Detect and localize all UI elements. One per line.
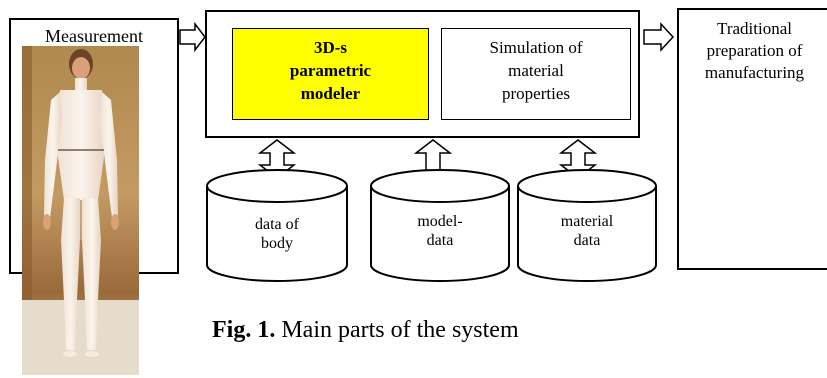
database-model-line-1: model-: [417, 213, 463, 230]
figure-caption: Fig. 1. Main parts of the system: [212, 316, 632, 345]
traditional-line-3: manufacturing: [704, 63, 805, 83]
figure-caption-prefix: Fig. 1.: [212, 317, 276, 343]
traditional-line-1: Traditional: [717, 19, 792, 38]
arrow-double-3: [558, 139, 598, 179]
database-material-line-1: material: [560, 213, 614, 230]
arrow-right-1: [179, 21, 206, 53]
modeler-line-3: modeler: [300, 83, 361, 103]
database-material-label: material data: [518, 212, 656, 250]
simulation-line-2: material: [508, 60, 564, 80]
simulation-line-1: Simulation of: [489, 38, 583, 57]
simulation-line-3: properties: [502, 83, 570, 103]
database-body-label: data of body: [207, 215, 347, 253]
arrow-double-1: [257, 139, 297, 179]
arrow-up-2: [413, 139, 453, 175]
modeler-line-1: 3D-s: [313, 38, 348, 57]
traditional-line-2: preparation of: [706, 41, 803, 61]
simulation-box: [441, 28, 631, 120]
arrow-right-2: [643, 22, 675, 52]
database-material-cylinder: [517, 169, 657, 282]
figure-caption-text: Main parts of the system: [275, 317, 519, 343]
database-body-line-2: body: [261, 235, 293, 253]
database-body-cylinder: [206, 169, 348, 282]
database-model-label: model- data: [371, 212, 509, 250]
simulation-label: Simulation of material properties: [441, 37, 631, 106]
traditional-box: [677, 8, 827, 270]
modeler-line-2: parametric: [289, 60, 372, 80]
modeler-box: [232, 28, 429, 120]
modeler-label: 3D-s parametric modeler: [232, 37, 429, 106]
traditional-label: Traditional preparation of manufacturing: [677, 18, 827, 84]
measurement-label: Measurement: [45, 26, 143, 46]
database-model-cylinder: [370, 169, 510, 282]
database-material-line-2: data: [573, 232, 601, 250]
database-model-line-2: data: [426, 232, 454, 250]
database-body-line-1: data of: [255, 216, 299, 233]
